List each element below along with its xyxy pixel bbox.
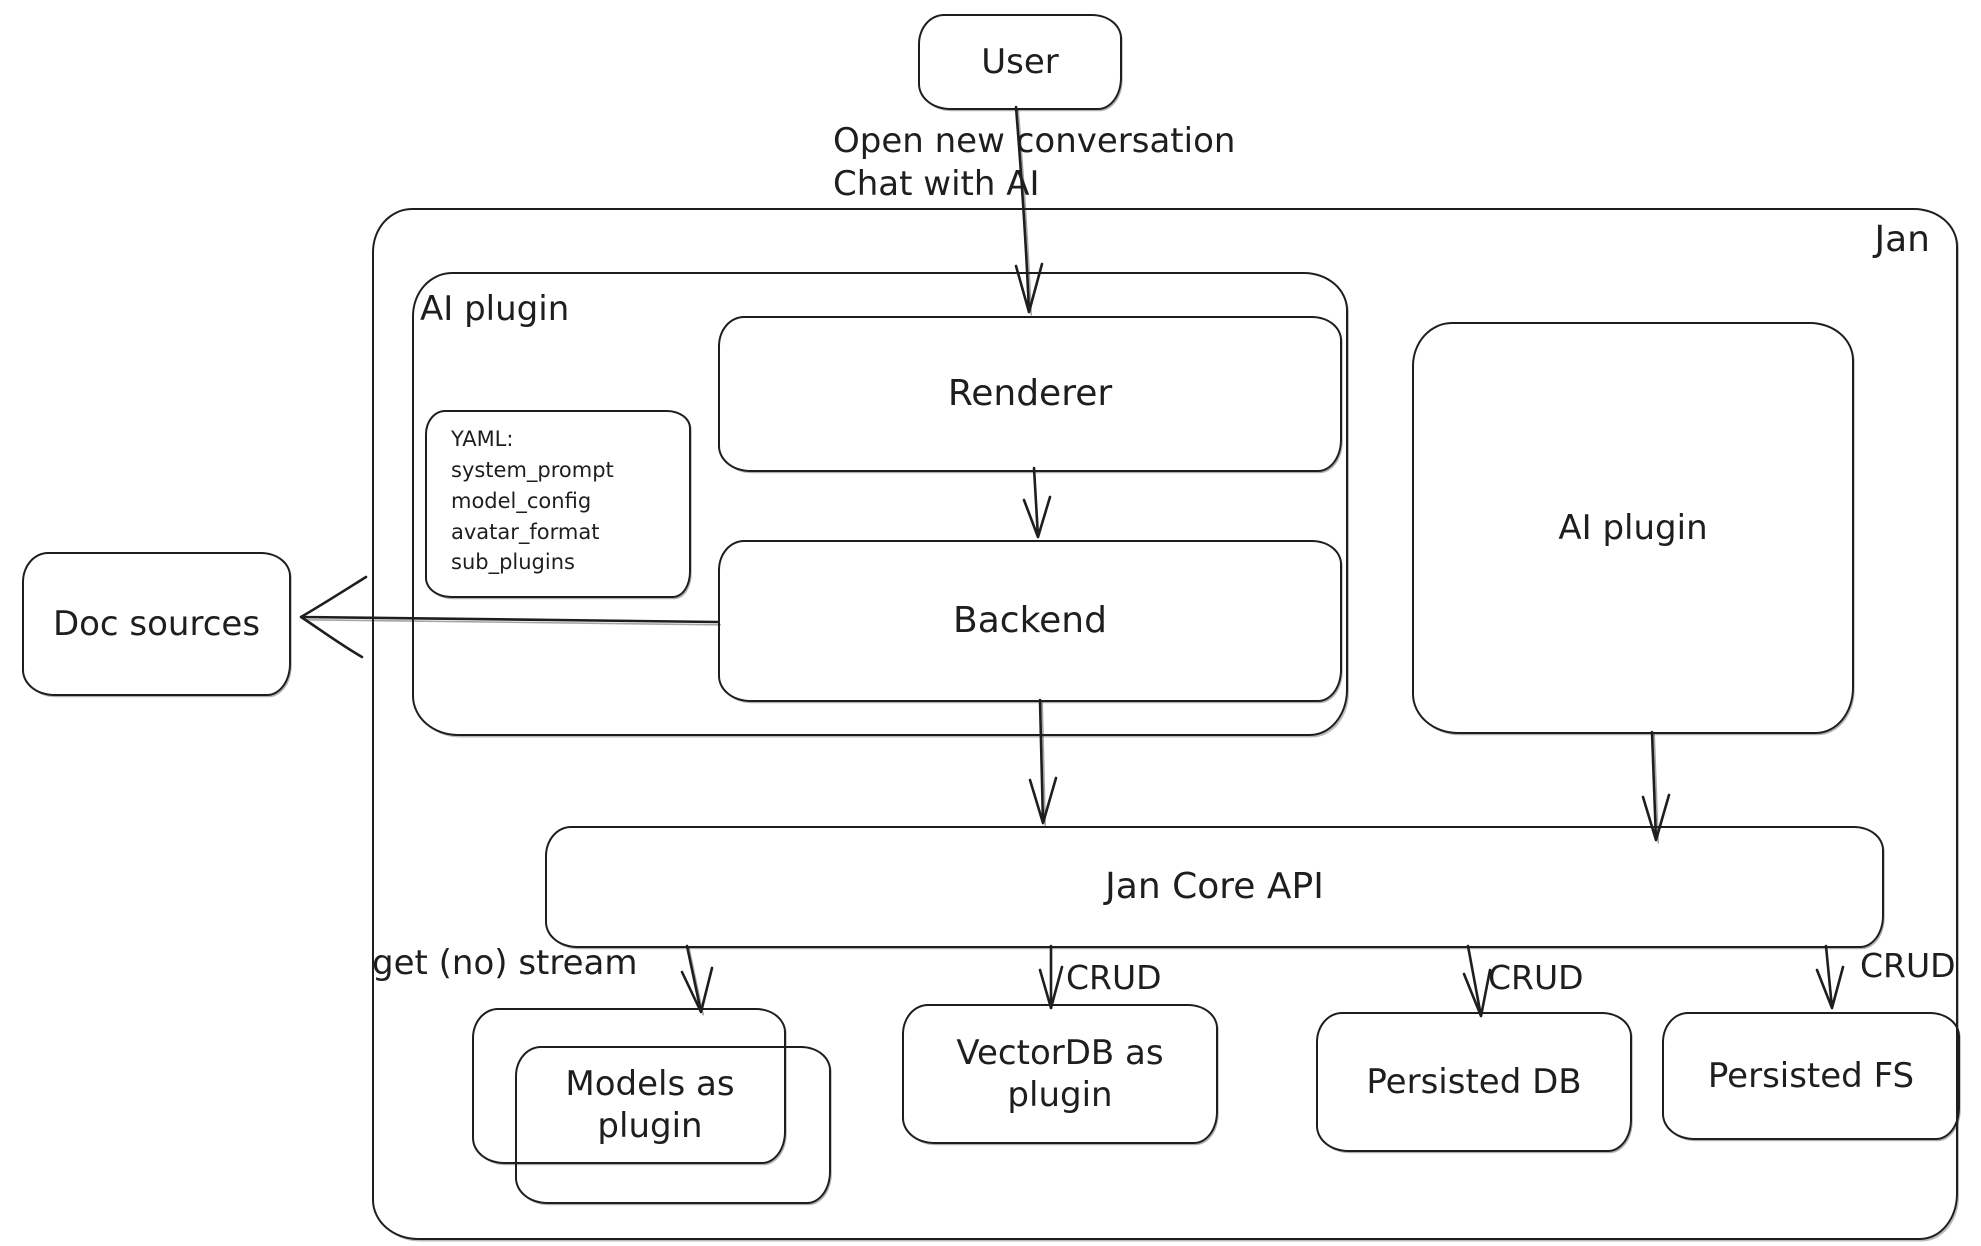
- persisted-db-label: Persisted DB: [1366, 1061, 1582, 1102]
- edge-label-crud-1: CRUD: [1066, 958, 1162, 997]
- jan-core-api-node: Jan Core API: [545, 826, 1884, 948]
- edge-label-get-no-stream: get (no) stream: [372, 943, 638, 983]
- ai-plugin-left-label: AI plugin: [420, 289, 570, 329]
- yaml-line: system_prompt: [451, 457, 614, 482]
- vectordb-as-plugin-label: VectorDB as plugin: [956, 1032, 1164, 1116]
- ai-plugin-right-node: AI plugin: [1412, 322, 1854, 734]
- yaml-line: sub_plugins: [451, 550, 575, 575]
- edge-label-user-flow-line1: Open new conversation: [833, 121, 1236, 161]
- user-node-label: User: [981, 41, 1059, 82]
- renderer-node-label: Renderer: [947, 373, 1113, 415]
- renderer-node: Renderer: [718, 316, 1342, 472]
- edge-label-user-flow: Open new conversation Chat with AI: [833, 120, 1235, 205]
- edge-label-crud-2: CRUD: [1488, 958, 1584, 997]
- backend-node: Backend: [718, 540, 1342, 702]
- yaml-note-text: YAML: system_prompt model_config avatar_…: [451, 424, 681, 588]
- jan-core-api-label: Jan Core API: [1105, 866, 1324, 908]
- vectordb-as-plugin-node: VectorDB as plugin: [902, 1004, 1218, 1144]
- yaml-line: avatar_format: [451, 519, 600, 544]
- yaml-line: YAML:: [451, 427, 514, 451]
- ai-plugin-right-label: AI plugin: [1558, 507, 1708, 548]
- models-as-plugin-back-box: [472, 1008, 786, 1164]
- jan-container: Jan: [372, 208, 1958, 1240]
- doc-sources-node: Doc sources: [22, 552, 291, 696]
- models-as-plugin-front-box: [515, 1046, 831, 1204]
- user-node: User: [918, 14, 1122, 110]
- yaml-note: YAML: system_prompt model_config avatar_…: [425, 410, 691, 598]
- edge-label-crud-3: CRUD: [1860, 946, 1956, 985]
- persisted-db-node: Persisted DB: [1316, 1012, 1632, 1152]
- ai-plugin-left-container: AI plugin: [412, 272, 1348, 736]
- doc-sources-label: Doc sources: [52, 603, 261, 644]
- persisted-fs-node: Persisted FS: [1662, 1012, 1960, 1140]
- backend-node-label: Backend: [953, 600, 1107, 642]
- yaml-line: model_config: [451, 488, 592, 513]
- persisted-fs-label: Persisted FS: [1707, 1055, 1915, 1096]
- edge-label-user-flow-line2: Chat with AI: [833, 163, 1040, 204]
- jan-container-label: Jan: [1874, 219, 1931, 260]
